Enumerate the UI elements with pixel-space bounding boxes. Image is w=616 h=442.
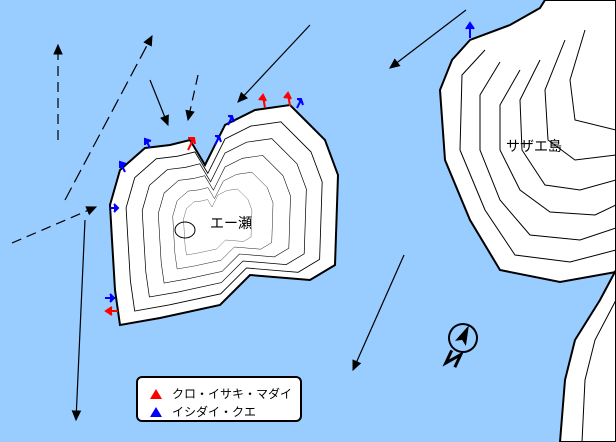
blue-triangle-icon bbox=[150, 406, 162, 417]
island-label-ee-se: エー瀬 bbox=[210, 216, 252, 232]
current-arrows bbox=[11, 9, 467, 422]
island-sazae bbox=[438, 0, 616, 442]
fishing-spot-markers bbox=[104, 21, 475, 316]
red-triangle-icon bbox=[150, 388, 162, 399]
legend-item-red: クロ・イサキ・マダイ bbox=[150, 385, 292, 402]
legend: クロ・イサキ・マダイ イシダイ・クエ bbox=[136, 376, 302, 422]
legend-label: クロ・イサキ・マダイ bbox=[172, 387, 293, 401]
island-label-sazae: サザエ島 bbox=[506, 139, 562, 155]
legend-item-blue: イシダイ・クエ bbox=[150, 403, 256, 420]
legend-label: イシダイ・クエ bbox=[172, 405, 257, 419]
north-arrow-icon bbox=[442, 323, 478, 368]
island-ee-se bbox=[109, 104, 339, 326]
